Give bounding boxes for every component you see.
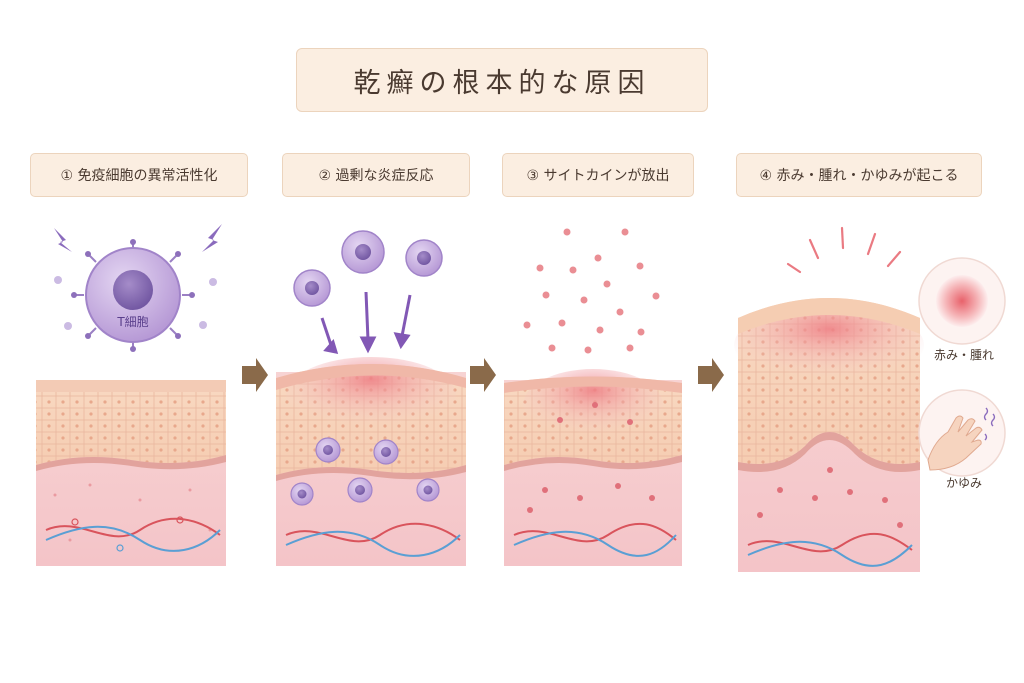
skin-section-3: [504, 369, 682, 566]
itch-marks: [983, 407, 996, 441]
itch-inset: [918, 389, 1006, 477]
skin-section-2: [276, 357, 466, 566]
itch-label: かゆみ: [945, 476, 982, 490]
redness-label: 赤み・腫れ: [933, 348, 994, 362]
t-cell: T細胞: [71, 239, 195, 352]
next-step-arrow: [470, 358, 496, 392]
lightning-icon: [202, 224, 222, 252]
immune-cell: [293, 269, 331, 307]
scratching-hand-icon: [927, 415, 983, 471]
immune-cell: [405, 239, 443, 277]
next-step-arrow: [242, 358, 268, 392]
inflammation-rays: [786, 226, 902, 274]
cytokine-dots: [523, 228, 660, 354]
lightning-icon: [54, 228, 72, 252]
step-2-label: ② 過剰な炎症反応: [282, 153, 470, 197]
immune-cell: [341, 230, 385, 274]
next-step-arrow: [698, 358, 724, 392]
panel-1: T細胞: [36, 224, 226, 566]
panel-2: [276, 230, 466, 566]
downward-arrows: [320, 291, 412, 354]
step-1-label: ① 免疫細胞の異常活性化: [30, 153, 248, 197]
panel-4: [734, 226, 1006, 572]
panel-3: [504, 228, 682, 566]
page-title: 乾癬の根本的な原因: [296, 48, 708, 112]
redness-inset: [918, 257, 1006, 345]
infiltrating-cells: [290, 437, 440, 506]
step-4-label: ④ 赤み・腫れ・かゆみが起こる: [736, 153, 982, 197]
step-3-label: ③ サイトカインが放出: [502, 153, 694, 197]
t-cell-label: T細胞: [116, 315, 148, 329]
particle-dots: [54, 276, 217, 330]
skin-section-1: [36, 380, 226, 566]
skin-section-4: [734, 298, 924, 572]
